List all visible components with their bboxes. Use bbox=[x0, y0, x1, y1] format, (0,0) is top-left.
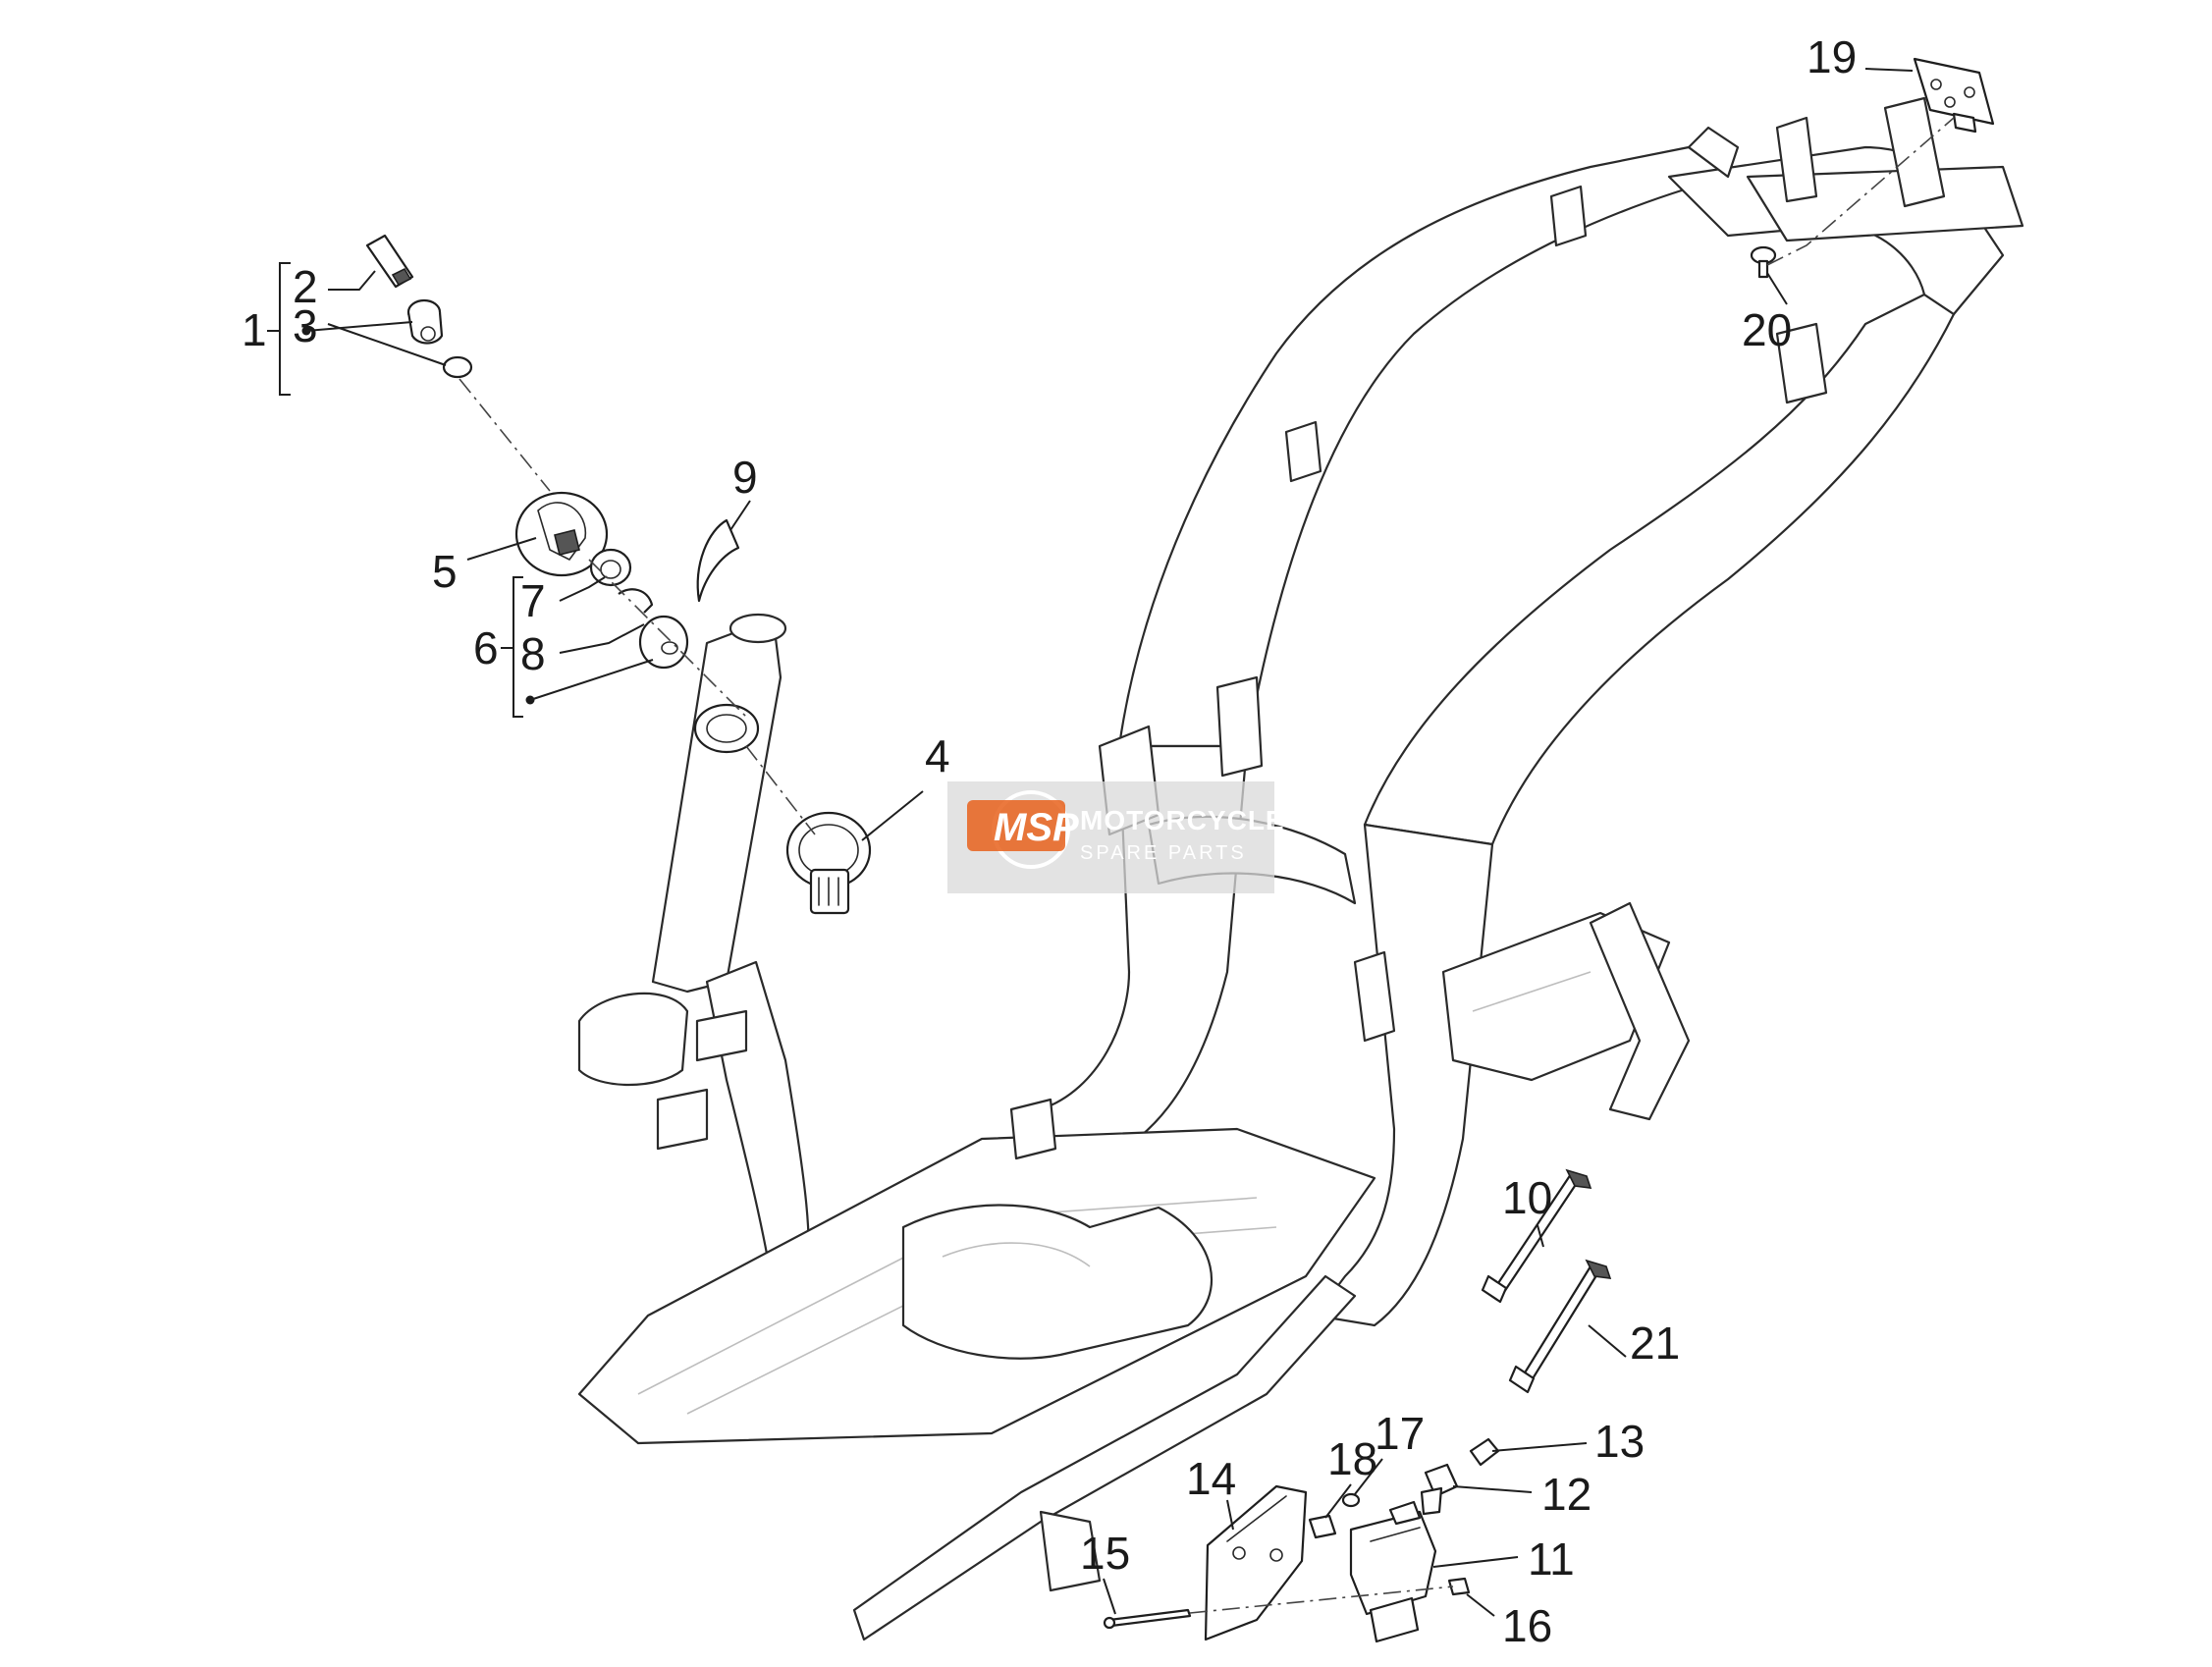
callout-5: 5 bbox=[432, 546, 458, 597]
part-rear-plate bbox=[1913, 57, 1995, 134]
part-nut bbox=[1308, 1514, 1337, 1539]
watermark-line1: MOTORCYCLE bbox=[1080, 805, 1285, 835]
callout-17: 17 bbox=[1375, 1408, 1425, 1459]
part-lock-cylinder bbox=[406, 298, 444, 345]
part-washer bbox=[1341, 1492, 1361, 1508]
part-actuator bbox=[1349, 1500, 1437, 1643]
callout-labels: 1 2 3 4 5 6 7 8 9 10 11 12 13 14 15 16 1… bbox=[242, 31, 1857, 1651]
callout-4: 4 bbox=[925, 730, 950, 781]
part-clip bbox=[696, 518, 740, 603]
callout-19: 19 bbox=[1807, 31, 1857, 82]
callout-16: 16 bbox=[1502, 1600, 1552, 1651]
callout-1: 1 bbox=[242, 304, 267, 355]
part-cap bbox=[589, 548, 632, 587]
watermark: MSP MOTORCYCLE SPARE PARTS bbox=[947, 781, 1285, 893]
part-clip-fitting bbox=[1420, 1463, 1459, 1516]
watermark-logo: MSP bbox=[994, 806, 1079, 849]
scooter-frame bbox=[577, 96, 2024, 1641]
callout-9: 9 bbox=[732, 452, 758, 503]
watermark-line2: SPARE PARTS bbox=[1080, 842, 1247, 864]
part-rod-upper bbox=[1481, 1168, 1592, 1304]
part-ring bbox=[442, 355, 473, 379]
callout-7: 7 bbox=[520, 575, 546, 626]
callout-6: 6 bbox=[473, 622, 499, 673]
callout-3: 3 bbox=[293, 300, 318, 351]
callout-12: 12 bbox=[1541, 1469, 1592, 1520]
part-key bbox=[365, 234, 414, 289]
callout-21: 21 bbox=[1630, 1317, 1680, 1369]
part-head-tube-collar bbox=[693, 703, 760, 754]
part-spring bbox=[1469, 1437, 1500, 1467]
part-connector bbox=[785, 811, 872, 915]
part-ignition-housing bbox=[514, 491, 609, 577]
callout-2: 2 bbox=[293, 261, 318, 312]
callout-13: 13 bbox=[1594, 1416, 1645, 1467]
watermark-logo-badge bbox=[967, 800, 1065, 851]
callout-18: 18 bbox=[1327, 1433, 1377, 1484]
part-bolt bbox=[1750, 245, 1777, 279]
callout-11: 11 bbox=[1528, 1533, 1575, 1585]
leader-lines bbox=[267, 68, 1914, 1617]
callout-15: 15 bbox=[1080, 1528, 1130, 1579]
part-pin bbox=[1103, 1608, 1192, 1630]
part-small-nut bbox=[1447, 1577, 1471, 1596]
part-plug bbox=[638, 615, 689, 670]
callout-20: 20 bbox=[1742, 304, 1792, 355]
callout-14: 14 bbox=[1186, 1453, 1236, 1504]
part-rod-lower bbox=[1508, 1259, 1612, 1394]
part-small-spring bbox=[618, 588, 654, 614]
callout-10: 10 bbox=[1502, 1172, 1552, 1223]
callout-8: 8 bbox=[520, 628, 546, 679]
assembly-axis-lines bbox=[459, 117, 1955, 1614]
part-bracket bbox=[1204, 1484, 1308, 1641]
